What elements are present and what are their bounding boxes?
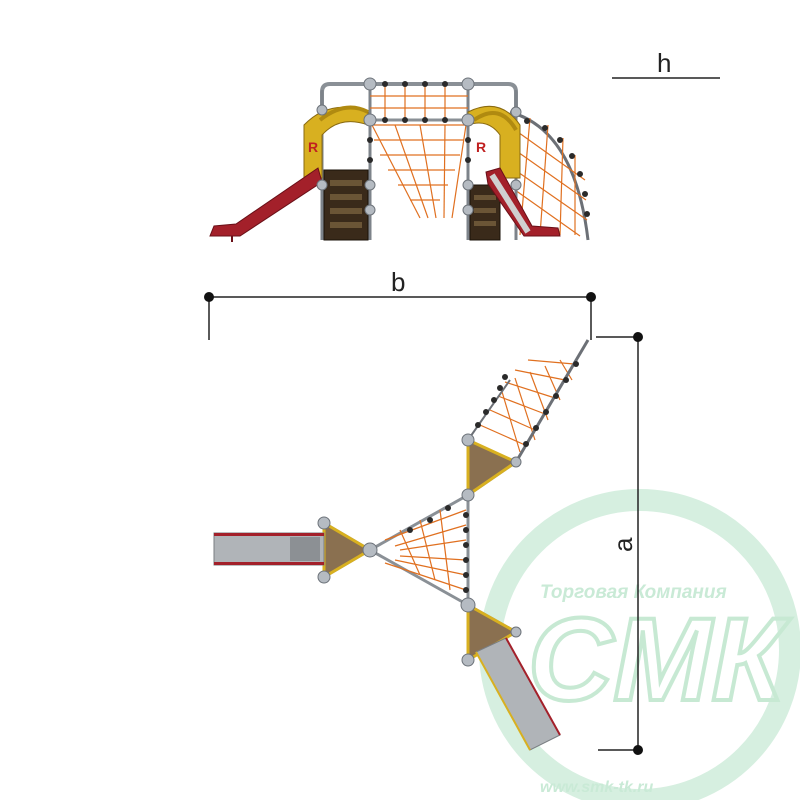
width-dimension-endpoint: [586, 292, 596, 302]
depth-dimension-endpoint: [633, 332, 643, 342]
plan-arch-net: [467, 339, 590, 463]
plan-platforms: [322, 437, 520, 663]
plan-joints: [317, 433, 522, 667]
left-arch-panel: R: [303, 105, 369, 179]
center-climbing-net: [370, 84, 468, 219]
plan-left-slide: [213, 532, 325, 566]
arch-net-knots: [524, 118, 590, 217]
width-dimension: b: [204, 267, 596, 340]
left-slide: [209, 167, 323, 242]
front-elevation: R R: [209, 77, 590, 242]
watermark-tagline: Торговая Компания: [540, 582, 727, 603]
left-steps: [323, 169, 369, 241]
plan-bottom-slide: [475, 637, 561, 751]
right-slide-sign-letter: R: [476, 139, 486, 155]
right-slide: [485, 167, 561, 237]
depth-dimension: a: [596, 332, 643, 755]
watermark: Торговая Компания СМК www.smk-tk.ru: [479, 489, 800, 800]
plan-view: [213, 339, 590, 751]
top-frame-bar: [320, 82, 518, 112]
depth-label: a: [608, 537, 638, 552]
watermark-url: www.smk-tk.ru: [540, 779, 653, 796]
center-net-knots: [367, 81, 471, 163]
height-dimension: h: [612, 48, 720, 79]
height-label: h: [657, 48, 671, 78]
width-dimension-endpoint: [204, 292, 214, 302]
plan-center-net: [384, 509, 467, 591]
platform-top: [466, 437, 520, 498]
watermark-brand: СМК: [528, 594, 792, 726]
arch-net-frame: [509, 110, 590, 241]
frame-joints: [316, 77, 522, 216]
width-label: b: [391, 267, 405, 297]
depth-dimension-endpoint: [633, 745, 643, 755]
left-slide-sign-letter: R: [308, 139, 318, 155]
plan-net-knots: [407, 505, 469, 593]
right-arch-panel: R: [467, 105, 521, 179]
